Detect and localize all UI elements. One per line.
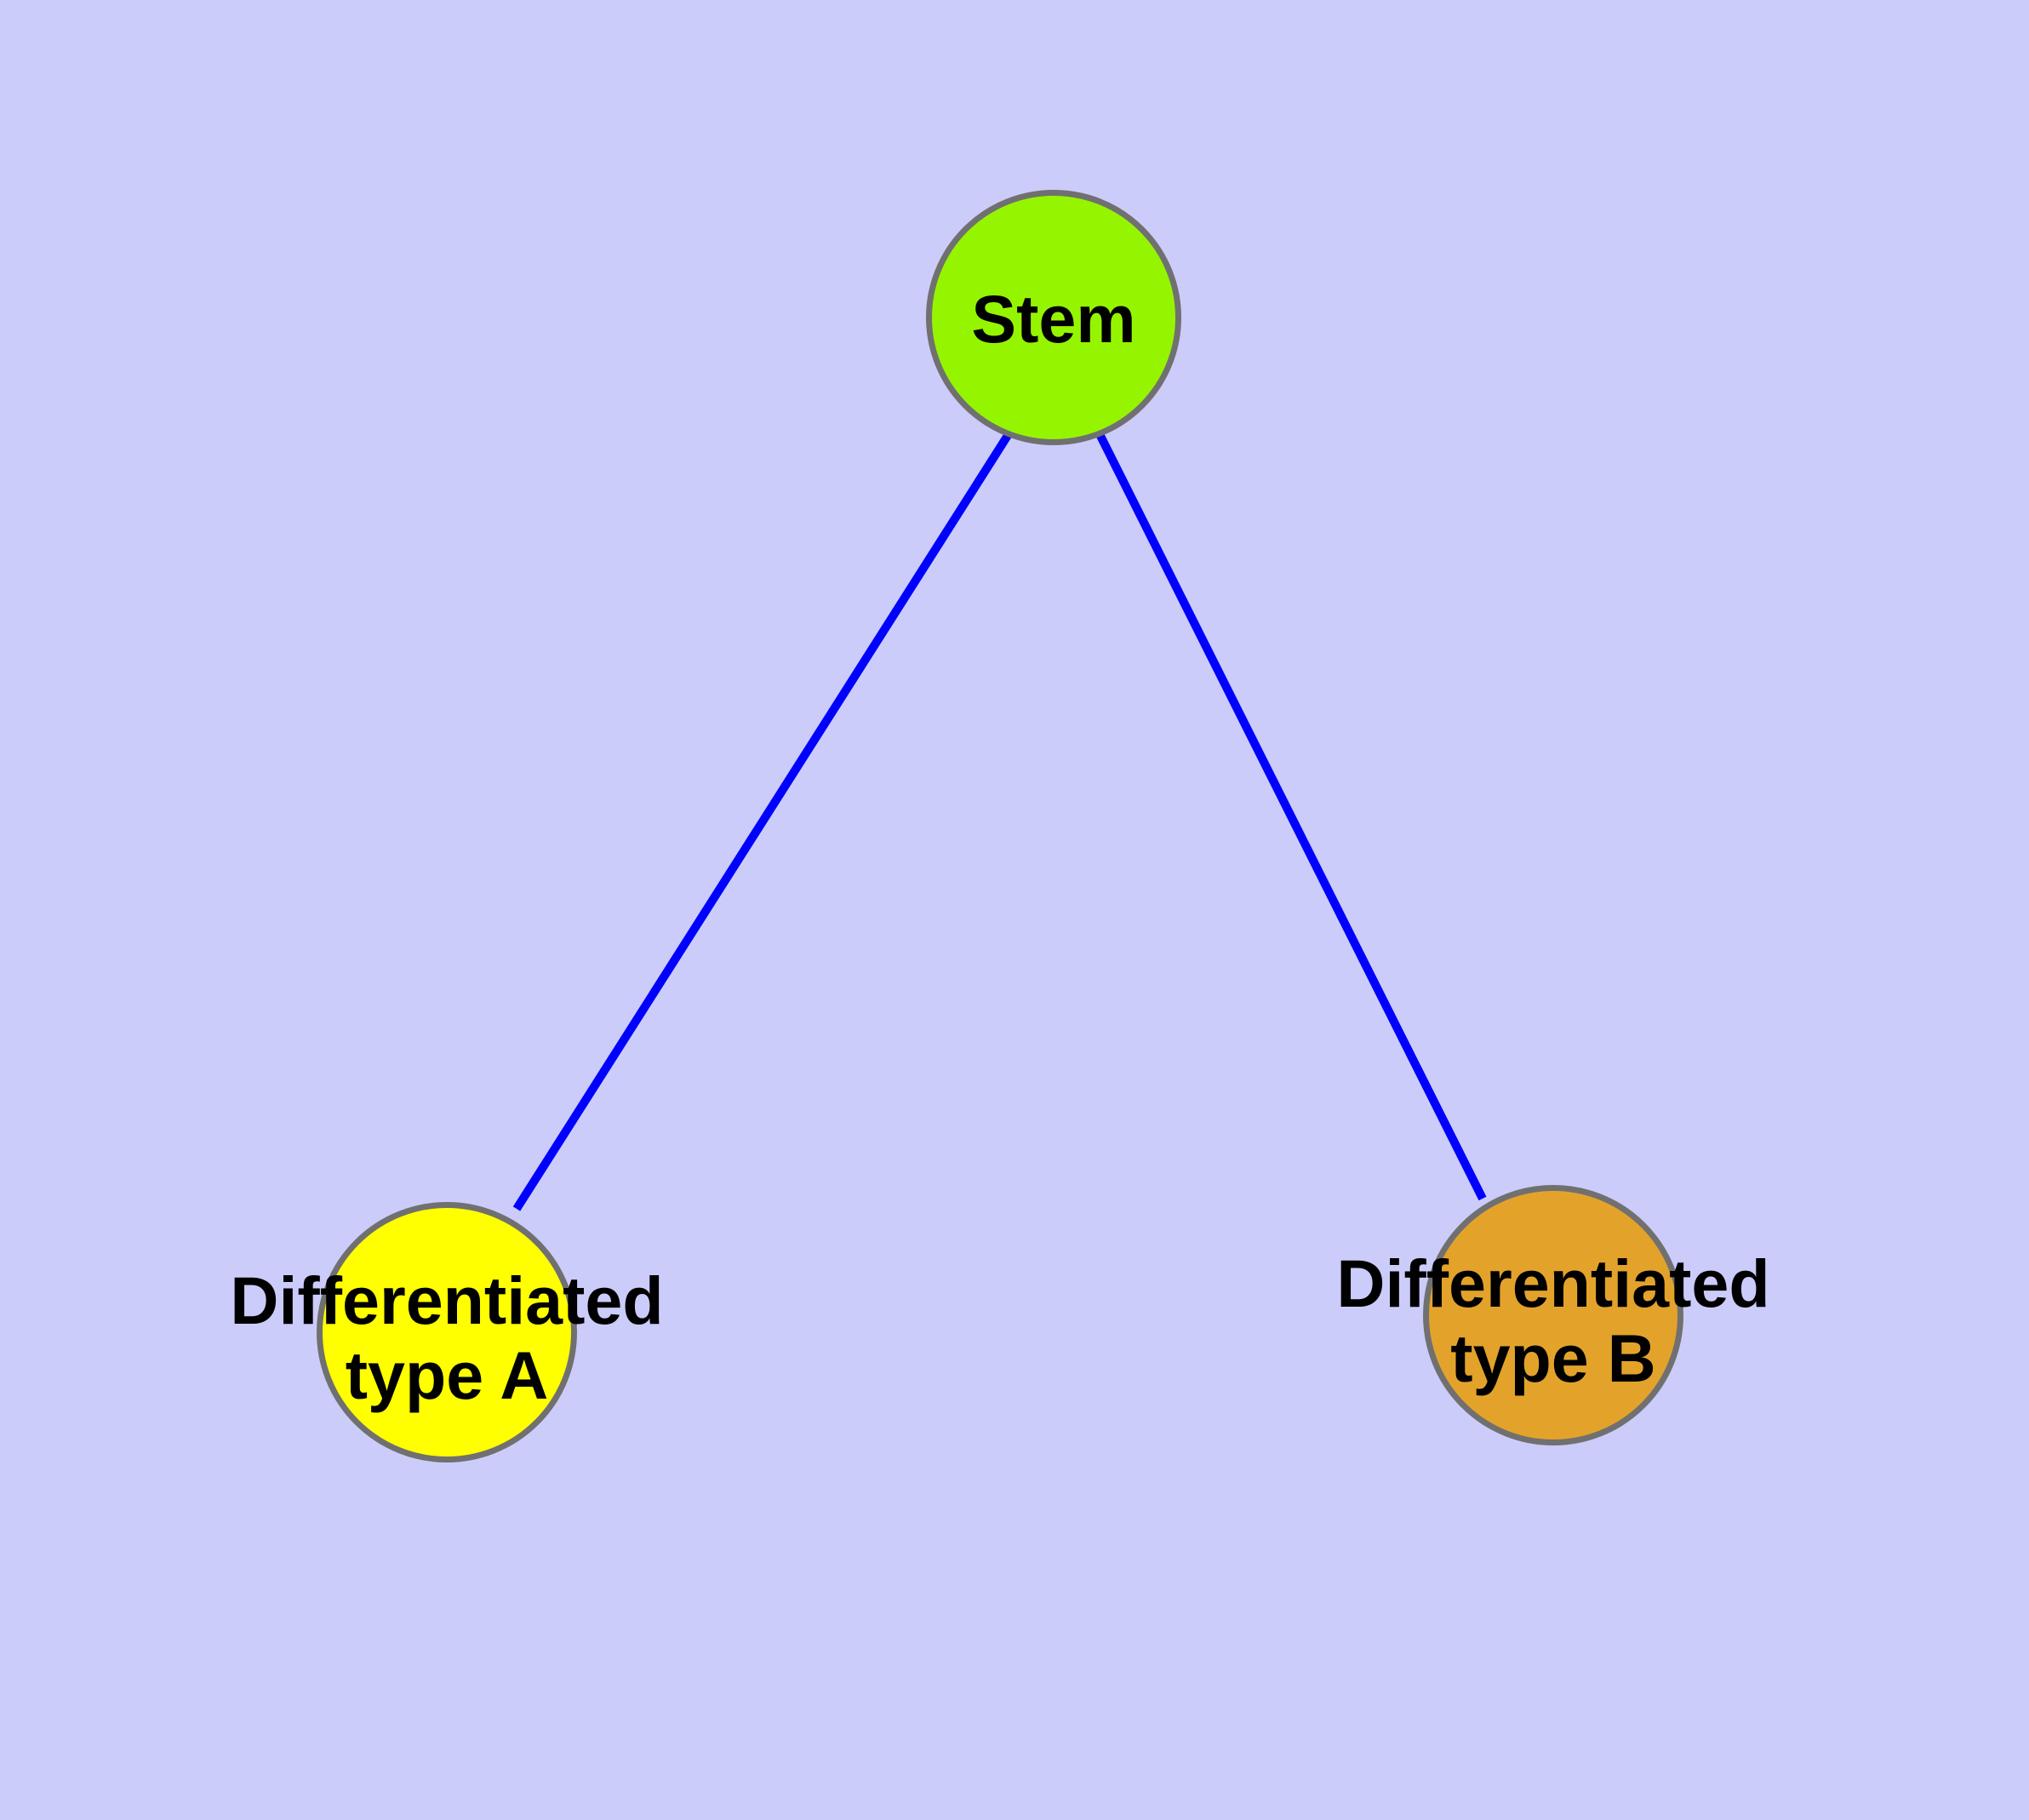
node-stem[interactable] xyxy=(926,190,1181,445)
node-differentiated-type-a[interactable] xyxy=(317,1202,577,1462)
node-differentiated-type-b[interactable] xyxy=(1423,1185,1683,1445)
edge-stem-to-type-b xyxy=(1095,432,1487,1201)
edge-stem-to-type-a xyxy=(512,432,1013,1211)
